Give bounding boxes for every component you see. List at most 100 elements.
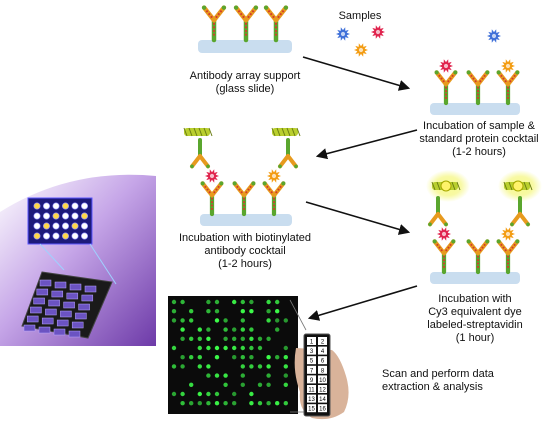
scan-spot xyxy=(189,382,194,387)
scan-spot xyxy=(189,336,194,341)
chip-pad xyxy=(84,285,97,293)
sample-blue-2 xyxy=(487,29,501,43)
scan-spot xyxy=(206,336,211,341)
caption-step2-line3: (1-2 hours) xyxy=(452,146,506,158)
chip-pad xyxy=(71,321,84,329)
dye-left xyxy=(440,180,452,192)
scan-spot xyxy=(257,336,263,341)
scan-spot xyxy=(249,364,254,369)
chip-dot xyxy=(42,222,50,230)
slide-number-cell xyxy=(307,365,316,374)
slide-number: 12 xyxy=(319,388,326,394)
scan-spot xyxy=(214,345,220,351)
sample-orange-1 xyxy=(354,43,368,57)
scan-spot xyxy=(283,355,288,360)
scan-spot xyxy=(257,364,263,369)
scan-spot xyxy=(257,345,263,351)
samples-label: Samples xyxy=(339,10,382,22)
antibody-step4-1 xyxy=(432,239,456,275)
caption-step3: Incubation with biotinylated antibody co… xyxy=(160,232,330,271)
scan-image xyxy=(168,296,307,414)
detection-antibody-step4-left xyxy=(428,196,448,227)
scan-spot xyxy=(266,336,271,341)
slide-number-cell xyxy=(318,365,327,374)
slide-number-cell xyxy=(318,394,327,403)
scan-spot xyxy=(283,345,288,351)
scan-spot xyxy=(240,382,245,387)
scan-spot xyxy=(206,401,211,406)
scan-spot xyxy=(180,355,185,360)
caption-step4-line1: Incubation with xyxy=(438,293,512,305)
scan-spot xyxy=(283,318,288,323)
scan-spot xyxy=(180,336,185,341)
slide-step1 xyxy=(198,40,292,53)
scan-spot xyxy=(240,336,245,341)
slide-number: 15 xyxy=(308,407,315,413)
slide-number: 9 xyxy=(310,378,314,384)
scan-spot xyxy=(171,345,177,351)
slide-number-cell xyxy=(318,404,327,413)
chip-dot xyxy=(42,212,50,220)
caption-step5-line1: Scan and perform data xyxy=(382,368,494,380)
caption-step1: Antibody array support (glass slide) xyxy=(160,70,330,96)
chip-dot xyxy=(71,222,79,230)
scan-spot xyxy=(206,391,211,397)
antibody-step4-2 xyxy=(466,239,490,275)
scan-spot xyxy=(206,327,211,332)
caption-step1-line2: (glass slide) xyxy=(215,83,275,95)
scan-spot xyxy=(180,401,185,406)
antibody-step3-1 xyxy=(200,181,224,217)
antibody-step1-2 xyxy=(233,5,259,43)
scan-spot xyxy=(266,309,271,314)
scan-spot xyxy=(223,327,228,332)
chip-dot xyxy=(61,212,69,220)
scan-spot xyxy=(223,336,228,341)
scan-spot xyxy=(232,355,237,360)
caption-step5-line2: extraction & analysis xyxy=(382,381,483,393)
biotin-step3-left xyxy=(183,127,213,137)
scan-spot xyxy=(240,309,245,314)
chip-pad xyxy=(63,301,75,309)
scan-spot xyxy=(283,373,288,378)
slide-number: 1 xyxy=(310,340,314,346)
scan-background xyxy=(168,296,298,414)
scan-spot xyxy=(180,318,185,323)
scan-spot xyxy=(206,309,211,314)
bound-sample-step4-red xyxy=(437,227,451,241)
scan-spot xyxy=(266,401,271,406)
chip-dot xyxy=(71,202,79,210)
scan-spot xyxy=(266,355,271,360)
antibody-step2-1 xyxy=(434,70,458,106)
scan-spot xyxy=(223,382,228,387)
scan-spot xyxy=(223,401,228,406)
scan-spot xyxy=(249,401,254,406)
slide-number: 6 xyxy=(321,359,325,365)
dye-right xyxy=(512,180,524,192)
slide-number: 14 xyxy=(319,397,326,403)
scan-spot xyxy=(171,299,177,305)
slide-number-cell xyxy=(307,375,316,384)
scan-spot xyxy=(232,345,237,351)
caption-step3-line1: Incubation with biotinylated xyxy=(178,232,312,244)
chip-dot xyxy=(71,212,79,220)
caption-step2-line1: Incubation of sample & xyxy=(423,120,535,132)
slide-number: 7 xyxy=(310,368,314,374)
chip-dot xyxy=(71,232,79,240)
chip-dot xyxy=(61,232,69,240)
caption-step2-line2: standard protein cocktail xyxy=(419,133,539,145)
slide-step4 xyxy=(430,272,520,284)
scan-spot xyxy=(180,364,185,369)
chip-dot xyxy=(33,232,41,240)
bound-sample-step3-red xyxy=(205,169,219,183)
scan-spot xyxy=(214,318,220,323)
scan-spot xyxy=(240,364,245,369)
chip-pad xyxy=(39,279,52,287)
scan-spot xyxy=(232,401,237,406)
slide-number: 16 xyxy=(319,407,326,413)
arrow-step4-to-step5 xyxy=(307,285,418,321)
chip-dot xyxy=(52,202,60,210)
scan-spot xyxy=(189,355,194,360)
slide-number-cell xyxy=(307,346,316,355)
scan-spot xyxy=(249,327,254,332)
